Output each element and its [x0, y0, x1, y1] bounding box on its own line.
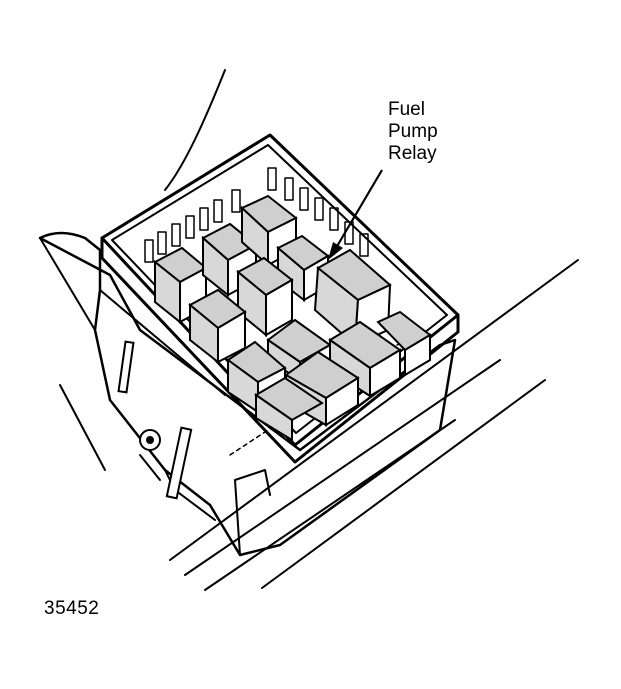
figure-number: 35452	[44, 598, 100, 619]
relay	[188, 288, 247, 365]
relay	[376, 310, 432, 377]
relay-cubes	[153, 194, 432, 442]
callout-leader-arrow	[328, 169, 383, 260]
relay	[328, 320, 402, 398]
callout-line-2: Pump	[388, 121, 438, 142]
relay	[236, 256, 294, 338]
relay	[254, 376, 324, 442]
terminal-fins	[144, 167, 369, 263]
body-panel-lines	[59, 69, 579, 591]
fuel-pump-relay-label: Fuel Pump Relay	[388, 100, 438, 166]
relay	[201, 222, 258, 298]
callout-line-1: Fuel	[388, 99, 425, 120]
callout-line-3: Relay	[388, 143, 437, 164]
